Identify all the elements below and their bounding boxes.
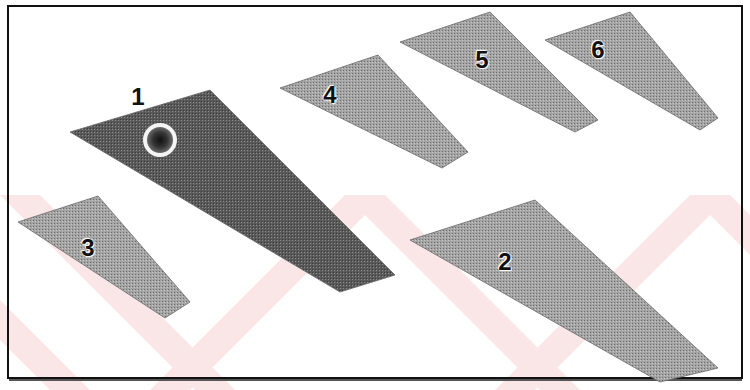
spot-ring [143, 123, 177, 157]
callout-number: 3 [81, 236, 94, 260]
tapered-strip: 2 [410, 200, 718, 382]
callout-number: 6 [591, 38, 604, 62]
callout-number: 4 [323, 83, 336, 107]
callout-number: 2 [498, 250, 511, 274]
strip-shape [545, 12, 718, 130]
tapered-strip: 5 [400, 12, 598, 132]
strip-outline [18, 196, 190, 318]
callout-number: 5 [475, 48, 488, 72]
strip-shape [280, 55, 468, 168]
frame-shadow [9, 379, 742, 381]
strip-shape [400, 12, 598, 132]
watermark-stripes [0, 195, 750, 390]
strip-shape [18, 196, 190, 318]
tapered-strip: 3 [18, 196, 190, 318]
dark-spot [147, 127, 173, 153]
tapered-strip: 4 [280, 55, 468, 168]
strip-outline [410, 200, 718, 382]
callout-number: 1 [131, 85, 144, 109]
tapered-strip: 6 [545, 12, 718, 130]
strip-outline [280, 55, 468, 168]
strip-outline [545, 12, 718, 130]
strip-shape [410, 200, 718, 382]
strip-outline [400, 12, 598, 132]
